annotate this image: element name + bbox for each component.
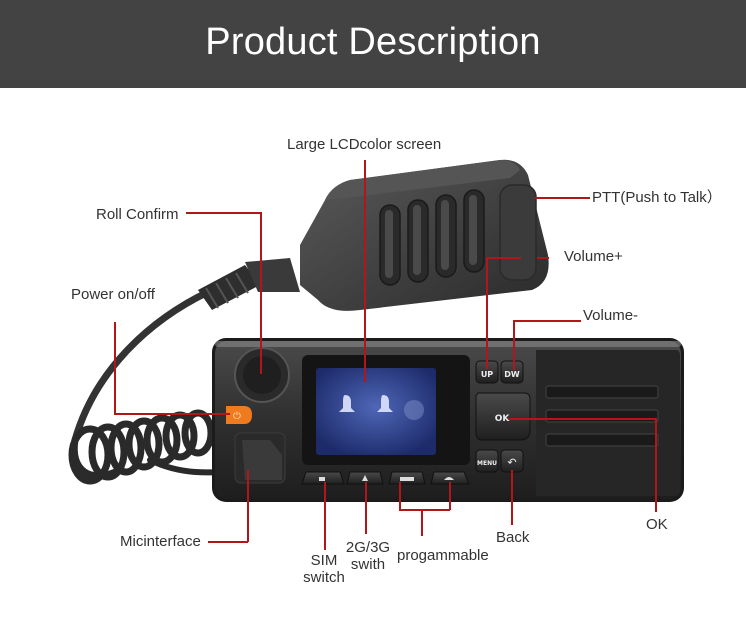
leader-ok-v xyxy=(655,418,657,512)
svg-text:UP: UP xyxy=(481,370,493,379)
callout-ptt: PTT(Push to Talk） xyxy=(592,189,722,206)
callout-power: Power on/off xyxy=(71,286,155,303)
callout-roll-confirm: Roll Confirm xyxy=(96,206,179,223)
callout-sim-switch-line1: SIM xyxy=(310,552,338,569)
callout-network-switch-line2: swith xyxy=(350,556,386,573)
callout-lcd-screen: Large LCDcolor screen xyxy=(287,136,442,153)
leader-power-h xyxy=(114,413,230,415)
callout-mic-interface: Micinterface xyxy=(120,533,201,550)
page-title: Product Description xyxy=(205,20,541,63)
callout-ok: OK xyxy=(646,516,668,533)
leader-prog-left xyxy=(399,482,401,510)
radio-body: ⏻ xyxy=(212,338,684,502)
leader-volume-down-v xyxy=(513,320,515,370)
leader-roll-confirm-h xyxy=(186,212,261,214)
leader-roll-confirm-v xyxy=(260,212,262,374)
leader-volume-up-v xyxy=(486,257,488,369)
leader-mic-h xyxy=(208,541,248,543)
page-header: Product Description xyxy=(0,0,746,88)
callout-sim-switch-line2: switch xyxy=(303,569,345,586)
svg-text:↶: ↶ xyxy=(507,456,516,469)
leader-ptt xyxy=(535,197,590,199)
callout-sim-switch: SIM switch xyxy=(298,552,350,586)
leader-power-v xyxy=(114,322,116,414)
mic-strain-relief xyxy=(198,258,300,310)
handheld-microphone xyxy=(300,159,549,311)
leader-network xyxy=(365,482,367,534)
power-button xyxy=(226,406,252,424)
leader-volume-up-h2 xyxy=(537,257,549,259)
callout-volume-down: Volume- xyxy=(583,307,639,324)
leader-prog-stem xyxy=(421,509,423,536)
leader-volume-up-h xyxy=(486,257,521,259)
callout-volume-up: Volume+ xyxy=(564,248,623,265)
callout-network-switch: 2G/3G swith xyxy=(340,539,396,573)
leader-lcd xyxy=(364,160,366,382)
leader-sim xyxy=(324,482,326,550)
leader-ok-h xyxy=(509,418,656,420)
callout-programmable: progammable xyxy=(397,547,489,564)
callout-network-switch-line1: 2G/3G xyxy=(345,539,391,556)
ptt-button xyxy=(499,184,537,281)
leader-prog-right xyxy=(449,482,451,510)
svg-text:MENU: MENU xyxy=(477,460,497,467)
leader-volume-down-h xyxy=(513,320,581,322)
callout-back: Back xyxy=(496,529,530,546)
leader-back xyxy=(511,470,513,525)
soft-keys xyxy=(301,471,470,485)
lcd-screen xyxy=(316,368,436,455)
svg-text:DW: DW xyxy=(504,370,520,379)
svg-text:⏻: ⏻ xyxy=(233,411,241,422)
svg-text:OK: OK xyxy=(495,414,511,424)
leader-mic-v xyxy=(247,470,249,542)
leader-prog-h xyxy=(399,509,450,511)
